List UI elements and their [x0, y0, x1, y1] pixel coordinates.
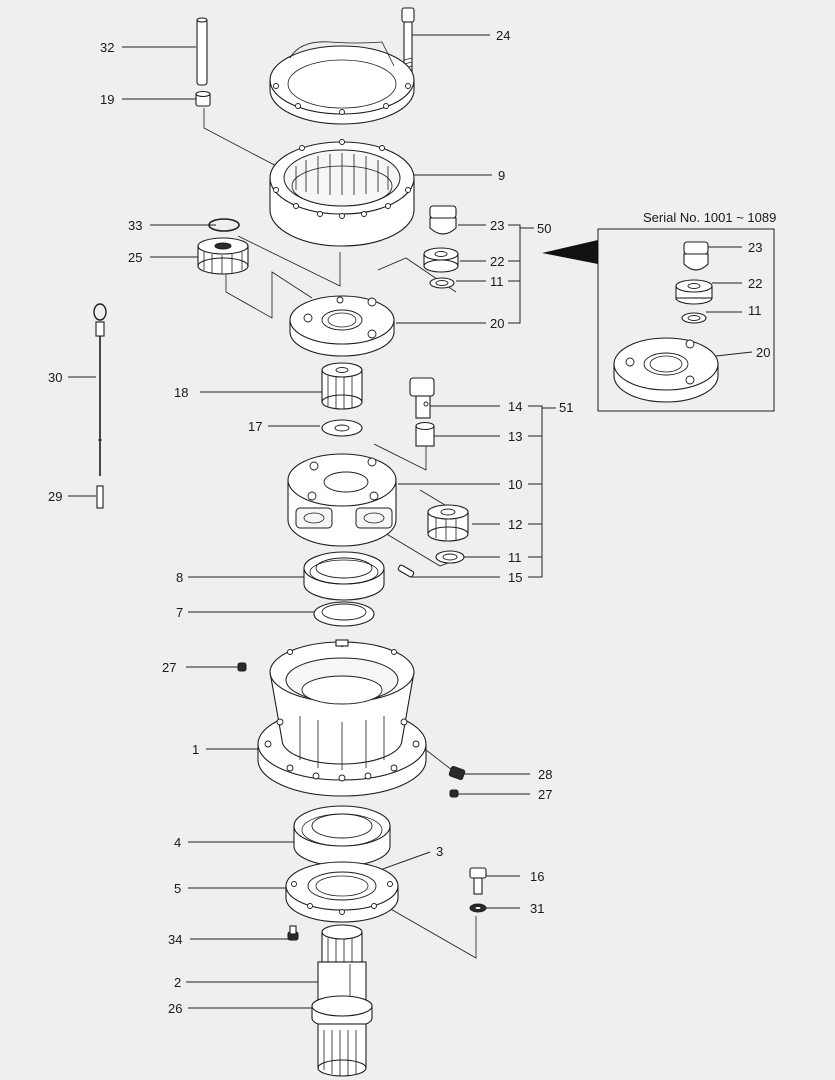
- callout-11-lower: 11: [508, 550, 522, 565]
- oil-seal-7: [313, 601, 375, 627]
- callout-33: 33: [128, 218, 142, 233]
- callout-18: 18: [174, 385, 188, 400]
- sun-gear-25: [197, 237, 249, 275]
- inset-carrier-plate-20: [613, 337, 719, 403]
- inset-callout-20: 20: [756, 345, 770, 360]
- callout-19: 19: [100, 92, 114, 107]
- carrier-plate-20: [289, 295, 395, 357]
- dipstick-tube-29: [96, 485, 104, 509]
- leader-lines: [68, 34, 556, 1009]
- callout-31: 31: [530, 901, 544, 916]
- pin-14: [409, 377, 435, 419]
- pinion-shaft-2: [311, 924, 373, 1077]
- callout-3: 3: [436, 844, 443, 859]
- plug-28: [448, 765, 466, 781]
- inset-title: Serial No. 1001 ~ 1089: [643, 210, 776, 225]
- inset-gear-22: [675, 279, 713, 305]
- callout-9: 9: [498, 168, 505, 183]
- pin-32: [196, 17, 208, 86]
- inset-pointer-arrow: [542, 240, 598, 264]
- bearing-cover-5: [285, 861, 399, 923]
- callout-23: 23: [490, 218, 504, 233]
- callout-24: 24: [496, 28, 510, 43]
- callout-50: 50: [537, 221, 551, 236]
- callout-labels: Serial No. 1001 ~ 1089 32 24 19 9 33 23 …: [48, 28, 776, 1016]
- thrust-washer-11-lower: [435, 550, 465, 564]
- planet-carrier-10: [287, 453, 397, 547]
- callout-11-upper: 11: [490, 274, 504, 289]
- dipstick-30: [93, 303, 107, 476]
- callout-12: 12: [508, 517, 522, 532]
- planet-gear-22: [423, 247, 459, 273]
- callout-26: 26: [168, 1001, 182, 1016]
- callout-30: 30: [48, 370, 62, 385]
- callout-1: 1: [192, 742, 199, 757]
- spring-pin-15: [397, 564, 415, 578]
- callout-27-lower: 27: [538, 787, 552, 802]
- callout-51: 51: [559, 400, 573, 415]
- callout-17: 17: [248, 419, 262, 434]
- callout-13: 13: [508, 429, 522, 444]
- plug-27-upper: [237, 662, 247, 672]
- callout-16: 16: [530, 869, 544, 884]
- bolt-23: [429, 205, 457, 235]
- inset-bolt-23: [683, 241, 709, 271]
- inset-callout-23: 23: [748, 240, 762, 255]
- sun-gear-18: [321, 362, 363, 410]
- bushing-19: [195, 90, 211, 107]
- callout-5: 5: [174, 881, 181, 896]
- ring-gear-9: [269, 139, 415, 247]
- callout-7: 7: [176, 605, 183, 620]
- swing-housing-1: [257, 639, 427, 797]
- callout-34: 34: [168, 932, 182, 947]
- callout-2: 2: [174, 975, 181, 990]
- callout-32: 32: [100, 40, 114, 55]
- thrust-washer-11-upper: [429, 277, 455, 289]
- plug-27-lower: [449, 789, 459, 798]
- bushing-13: [415, 421, 435, 447]
- callout-14: 14: [508, 399, 522, 414]
- callout-20: 20: [490, 316, 504, 331]
- callout-25: 25: [128, 250, 142, 265]
- bolt-34: [287, 925, 299, 941]
- callout-8: 8: [176, 570, 183, 585]
- callout-28: 28: [538, 767, 552, 782]
- thrust-washer-17: [321, 419, 363, 437]
- inset-callout-22: 22: [748, 276, 762, 291]
- callout-4: 4: [174, 835, 181, 850]
- inset-callout-11: 11: [748, 303, 762, 318]
- washer-31: [469, 903, 487, 913]
- callout-22: 22: [490, 254, 504, 269]
- inset-serial-variant: [542, 228, 775, 412]
- motor-mounting-flange: [269, 41, 415, 125]
- callout-15: 15: [508, 570, 522, 585]
- bolt-16: [469, 867, 487, 895]
- callout-10: 10: [508, 477, 522, 492]
- callout-27-upper: 27: [162, 660, 176, 675]
- snap-ring-33: [208, 218, 240, 232]
- bearing-4: [293, 805, 391, 867]
- planet-gear-12: [427, 504, 469, 542]
- inset-washer-11: [681, 312, 707, 324]
- bearing-8: [303, 551, 385, 601]
- callout-29: 29: [48, 489, 62, 504]
